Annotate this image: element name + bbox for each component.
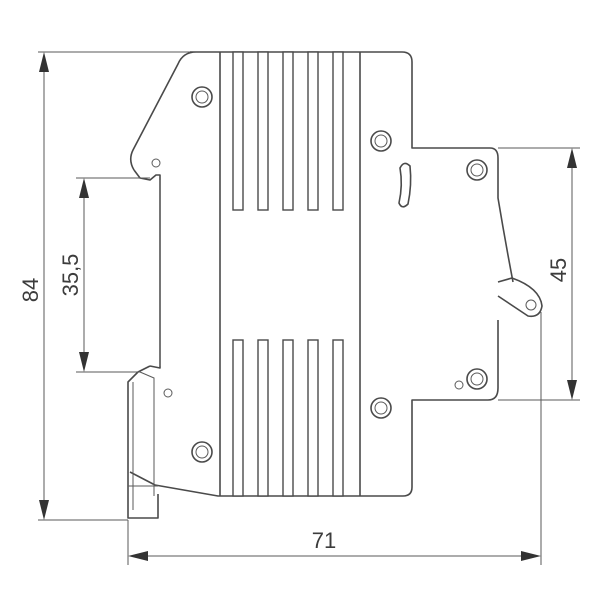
- screw-icon: [191, 86, 213, 108]
- vent-slot: [332, 339, 344, 497]
- vent-slot: [232, 339, 244, 497]
- vent-slot: [282, 339, 294, 497]
- rail-clip-upper: [133, 169, 161, 369]
- dimension-label-71: 71: [312, 528, 336, 553]
- dimension-label-84: 84: [18, 278, 43, 302]
- screw-icon: [370, 397, 392, 419]
- dimension-front-height: 45: [498, 147, 580, 401]
- dimension-height-total: 84: [18, 51, 190, 521]
- vent-slots-lower: [232, 339, 344, 497]
- screw-icon: [466, 368, 488, 390]
- rail-clip-detail: [128, 371, 158, 510]
- screw-icon: [370, 130, 392, 152]
- rivet-icon: [454, 380, 464, 390]
- arrow-head-icon: [79, 352, 89, 372]
- vent-slot: [282, 51, 294, 211]
- vent-slot: [257, 339, 269, 497]
- rivet-icon: [163, 388, 173, 398]
- rivet-icon: [151, 158, 161, 168]
- dimension-label-45: 45: [546, 258, 571, 282]
- vent-slot: [307, 339, 319, 497]
- arrow-head-icon: [567, 148, 577, 168]
- indicator-slot: [398, 162, 412, 208]
- handle-pivot-icon: [525, 299, 537, 311]
- dimension-depth: 71: [127, 312, 542, 565]
- arrow-head-icon: [39, 52, 49, 72]
- screw-icon: [191, 441, 213, 463]
- rail-clip-lower: [127, 365, 159, 519]
- device-housing: [127, 51, 543, 519]
- screw-icon: [466, 159, 488, 181]
- housing-outline: [129, 51, 514, 497]
- vent-slot: [232, 51, 244, 211]
- dimension-rail-width: 35,5: [58, 177, 150, 373]
- vent-slot: [307, 51, 319, 211]
- vent-slot: [257, 51, 269, 211]
- vent-slots-upper: [232, 51, 344, 211]
- toggle-handle: [497, 277, 543, 318]
- arrow-head-icon: [39, 500, 49, 520]
- dimension-label-35-5: 35,5: [58, 254, 83, 297]
- vent-slot: [332, 51, 344, 211]
- screws: [151, 86, 488, 463]
- arrow-head-icon: [79, 178, 89, 198]
- arrow-head-icon: [567, 380, 577, 400]
- arrow-head-icon: [521, 551, 541, 561]
- arrow-head-icon: [128, 551, 148, 561]
